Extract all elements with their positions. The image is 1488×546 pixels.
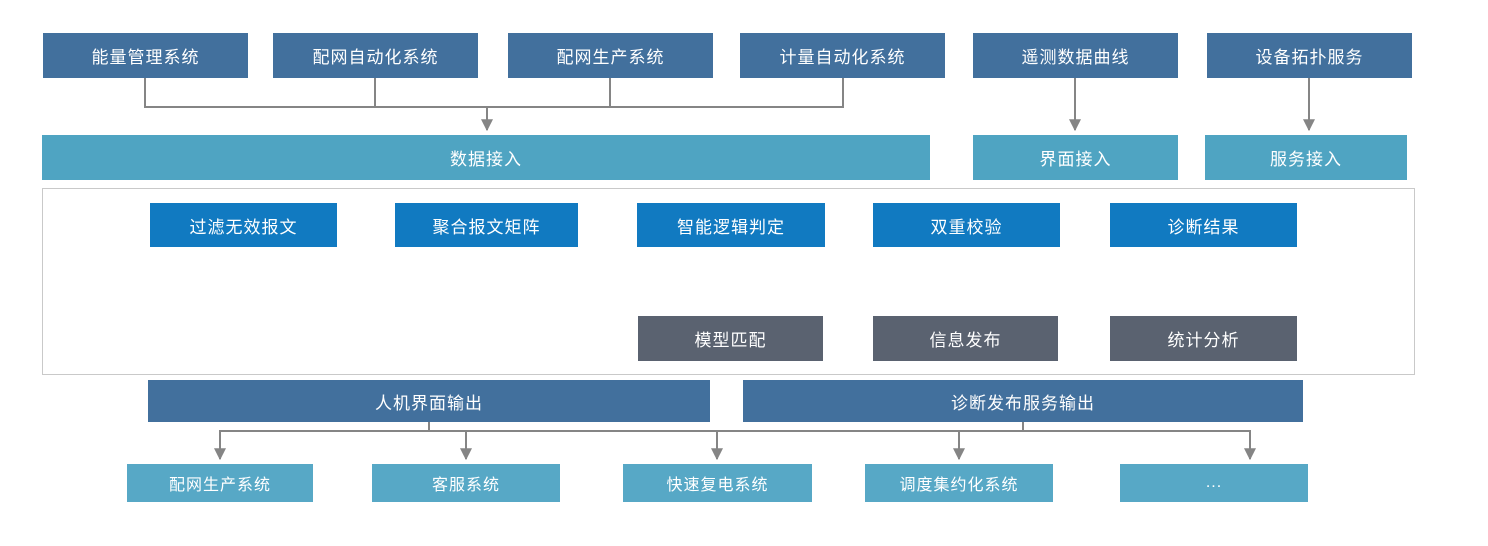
node-aggregate-message-matrix: 聚合报文矩阵 — [395, 203, 578, 247]
node-info-publishing: 信息发布 — [873, 316, 1058, 361]
node-diagnosis-publish-service-output: 诊断发布服务输出 — [743, 380, 1303, 422]
node-statistics-analysis: 统计分析 — [1110, 316, 1297, 361]
node-customer-service-system: 客服系统 — [372, 464, 560, 502]
node-intelligent-logic-judgment: 智能逻辑判定 — [637, 203, 825, 247]
node-distribution-production-system: 配网生产系统 — [508, 33, 713, 78]
node-target-distribution-production-system: 配网生产系统 — [127, 464, 313, 502]
node-ui-access: 界面接入 — [973, 135, 1178, 180]
node-metering-automation-system: 计量自动化系统 — [740, 33, 945, 78]
node-telemetry-data-curve: 遥测数据曲线 — [973, 33, 1178, 78]
node-data-access: 数据接入 — [42, 135, 930, 180]
node-service-access: 服务接入 — [1205, 135, 1407, 180]
node-energy-management-system: 能量管理系统 — [43, 33, 248, 78]
node-filter-invalid-messages: 过滤无效报文 — [150, 203, 337, 247]
node-hmi-output: 人机界面输出 — [148, 380, 710, 422]
node-dispatch-intensive-system: 调度集约化系统 — [865, 464, 1053, 502]
node-model-matching: 模型匹配 — [638, 316, 823, 361]
node-rapid-power-restoration-system: 快速复电系统 — [623, 464, 812, 502]
node-double-verification: 双重校验 — [873, 203, 1060, 247]
node-device-topology-service: 设备拓扑服务 — [1207, 33, 1412, 78]
node-more-systems: ... — [1120, 464, 1308, 502]
node-distribution-automation-system: 配网自动化系统 — [273, 33, 478, 78]
node-diagnosis-result: 诊断结果 — [1110, 203, 1297, 247]
